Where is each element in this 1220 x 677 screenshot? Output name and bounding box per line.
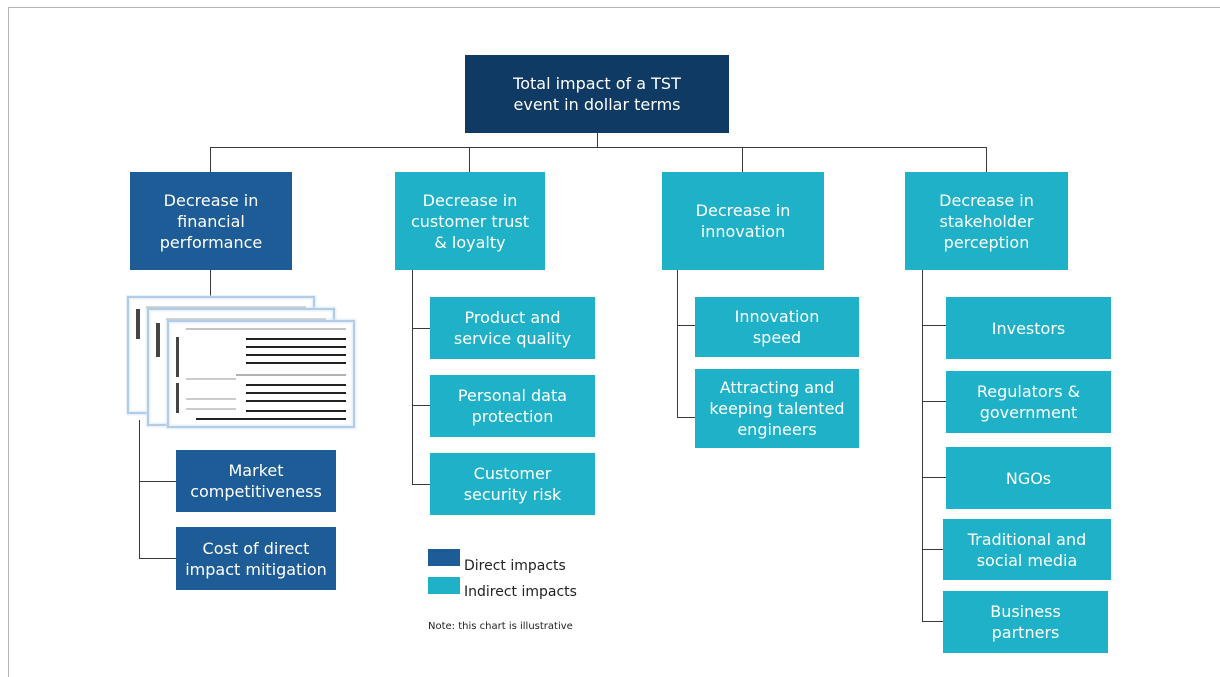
trust-child-tick-3: [412, 484, 430, 485]
legend-swatch-direct: [428, 549, 460, 566]
illustrative-note: Note: this chart is illustrative: [428, 621, 573, 632]
node-customer-security-risk: Customer security risk: [430, 453, 595, 515]
node-personal-data-protection: Personal data protection: [430, 375, 595, 437]
root-node: Total impact of a TST event in dollar te…: [465, 55, 729, 133]
spreadsheet-thumbnail-icon: [126, 295, 357, 430]
node-investors: Investors: [946, 297, 1111, 359]
legend-label-direct: Direct impacts: [464, 558, 566, 574]
node-attracting-talented-engineers: Attracting and keeping talented engineer…: [695, 369, 859, 448]
innovation-child-tick-2: [677, 417, 695, 418]
legend-label-indirect: Indirect impacts: [464, 584, 577, 600]
stakeholder-child-tick-2: [922, 401, 946, 402]
branch-drop-stakeholder: [986, 147, 987, 172]
financial-child-tick-1: [139, 481, 176, 482]
root-stem: [597, 133, 598, 148]
trust-spine: [412, 270, 413, 485]
stakeholder-child-tick-5: [922, 621, 946, 622]
legend-swatch-indirect: [428, 577, 460, 594]
trust-child-tick-1: [412, 328, 430, 329]
branch-drop-innovation: [742, 147, 743, 172]
innovation-child-tick-1: [677, 325, 695, 326]
stakeholder-child-tick-4: [922, 549, 946, 550]
branch-stakeholder-perception: Decrease in stakeholder perception: [905, 172, 1068, 270]
node-ngos: NGOs: [946, 447, 1111, 509]
branch-financial-performance: Decrease in financial performance: [130, 172, 292, 270]
frame-border: [8, 7, 1220, 677]
node-innovation-speed: Innovation speed: [695, 297, 859, 357]
financial-stem: [210, 270, 211, 296]
node-product-service-quality: Product and service quality: [430, 297, 595, 359]
branch-drop-financial: [210, 147, 211, 172]
node-regulators-government: Regulators & government: [946, 371, 1111, 433]
innovation-spine: [677, 270, 678, 418]
financial-children-spine: [139, 420, 140, 559]
stakeholder-child-tick-3: [922, 477, 946, 478]
node-market-competitiveness: Market competitiveness: [176, 450, 336, 512]
node-cost-of-direct-impact-mitigation: Cost of direct impact mitigation: [176, 527, 336, 590]
trust-child-tick-2: [412, 405, 430, 406]
financial-child-tick-2: [139, 558, 176, 559]
node-traditional-social-media: Traditional and social media: [943, 519, 1111, 580]
node-business-partners: Business partners: [943, 591, 1108, 653]
branch-bus: [210, 147, 987, 148]
stakeholder-spine: [922, 270, 923, 622]
branch-customer-trust: Decrease in customer trust & loyalty: [395, 172, 545, 270]
branch-innovation: Decrease in innovation: [662, 172, 824, 270]
stakeholder-child-tick-1: [922, 325, 946, 326]
branch-drop-trust: [469, 147, 470, 172]
